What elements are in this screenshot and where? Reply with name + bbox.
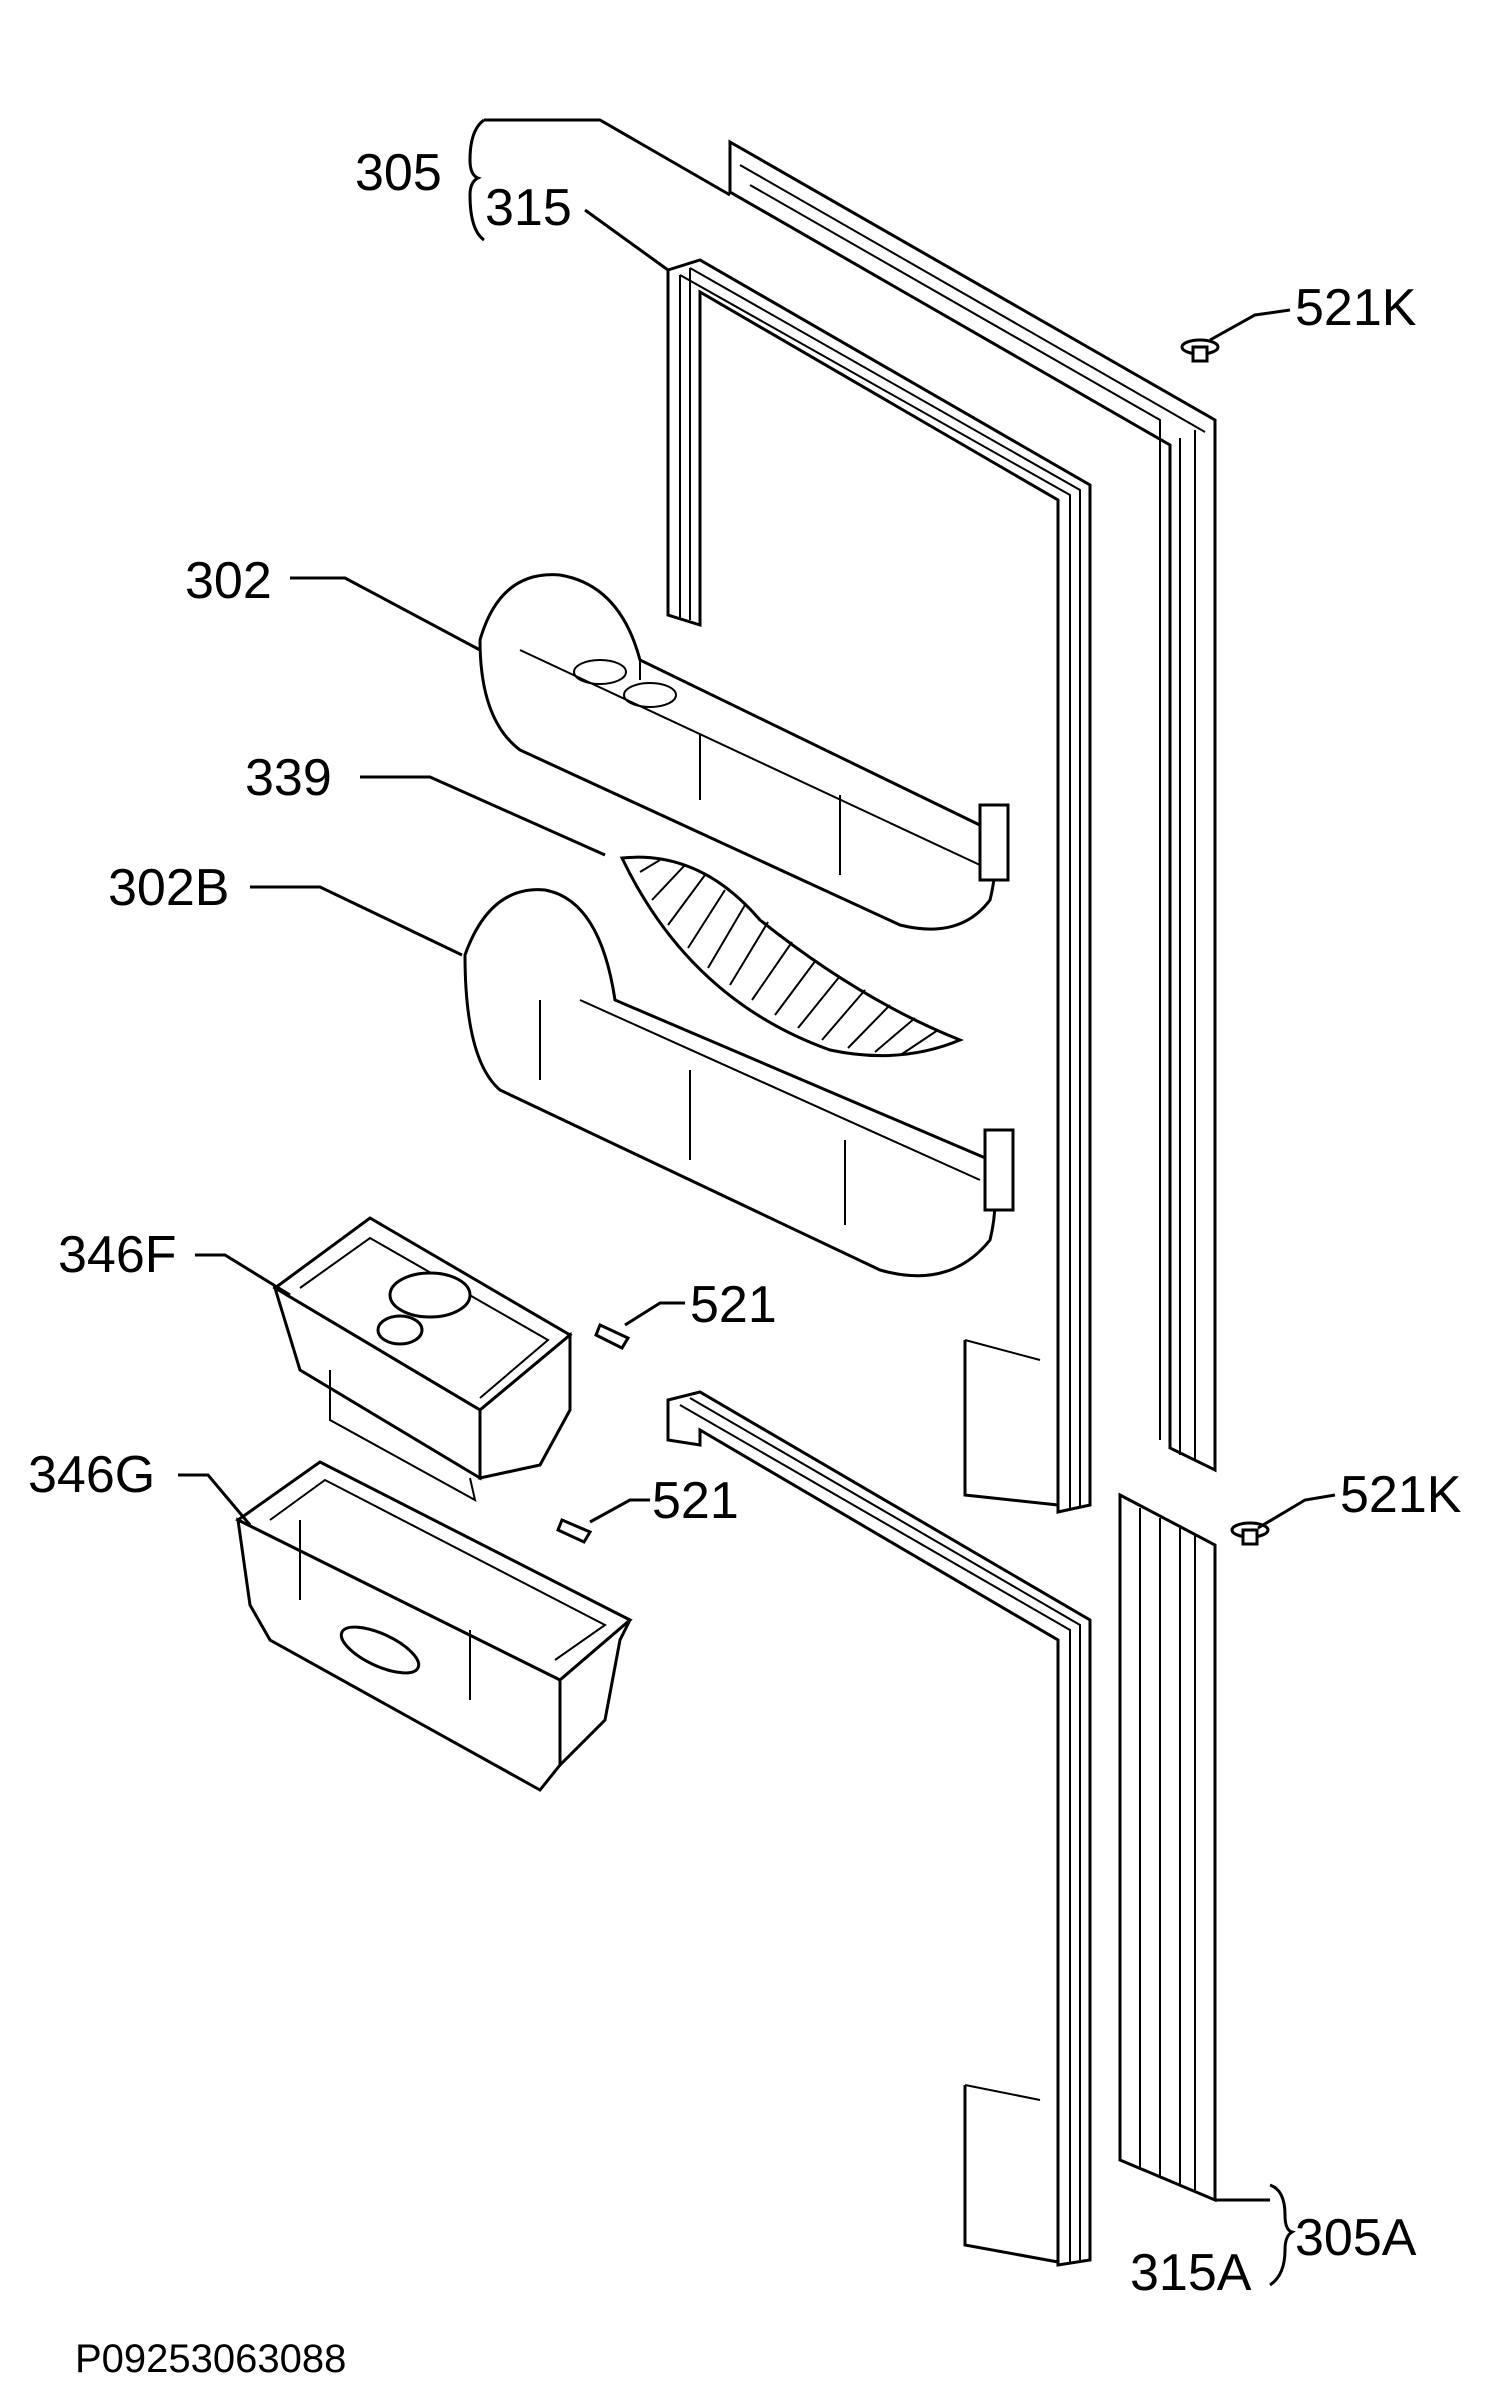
hinge-pin-521k-top [1180, 338, 1220, 363]
label-521-lower: 521 [652, 1472, 739, 1530]
leader-lines [178, 118, 1336, 2287]
upper-gasket-315 [666, 258, 1092, 1514]
lower-door-305a [1118, 1492, 1217, 2203]
label-339: 339 [245, 749, 332, 807]
door-shelf-302b [463, 888, 1015, 1278]
screw-521-upper [594, 1322, 631, 1350]
diagram-reference-code: P09253063088 [75, 2337, 346, 2381]
label-305a: 305A [1295, 2209, 1417, 2267]
label-302b: 302B [108, 859, 229, 917]
label-315: 315 [485, 179, 572, 237]
label-346g: 346G [28, 1446, 155, 1504]
label-521k-top: 521K [1295, 279, 1417, 337]
bin-346g [235, 1460, 633, 1792]
label-521-upper: 521 [690, 1276, 777, 1334]
lower-gasket-315a [666, 1390, 1092, 2267]
label-305: 305 [355, 144, 442, 202]
label-315a: 315A [1130, 2244, 1252, 2302]
label-302: 302 [185, 552, 272, 610]
door-shelf-302 [478, 573, 1010, 931]
box-with-lid-346f [272, 1216, 573, 1502]
shelf-divider-339 [619, 855, 964, 1058]
label-521k-mid: 521K [1340, 1466, 1462, 1524]
label-346f: 346F [58, 1226, 177, 1284]
screw-521-lower [556, 1518, 593, 1544]
upper-door-305 [728, 139, 1217, 1473]
